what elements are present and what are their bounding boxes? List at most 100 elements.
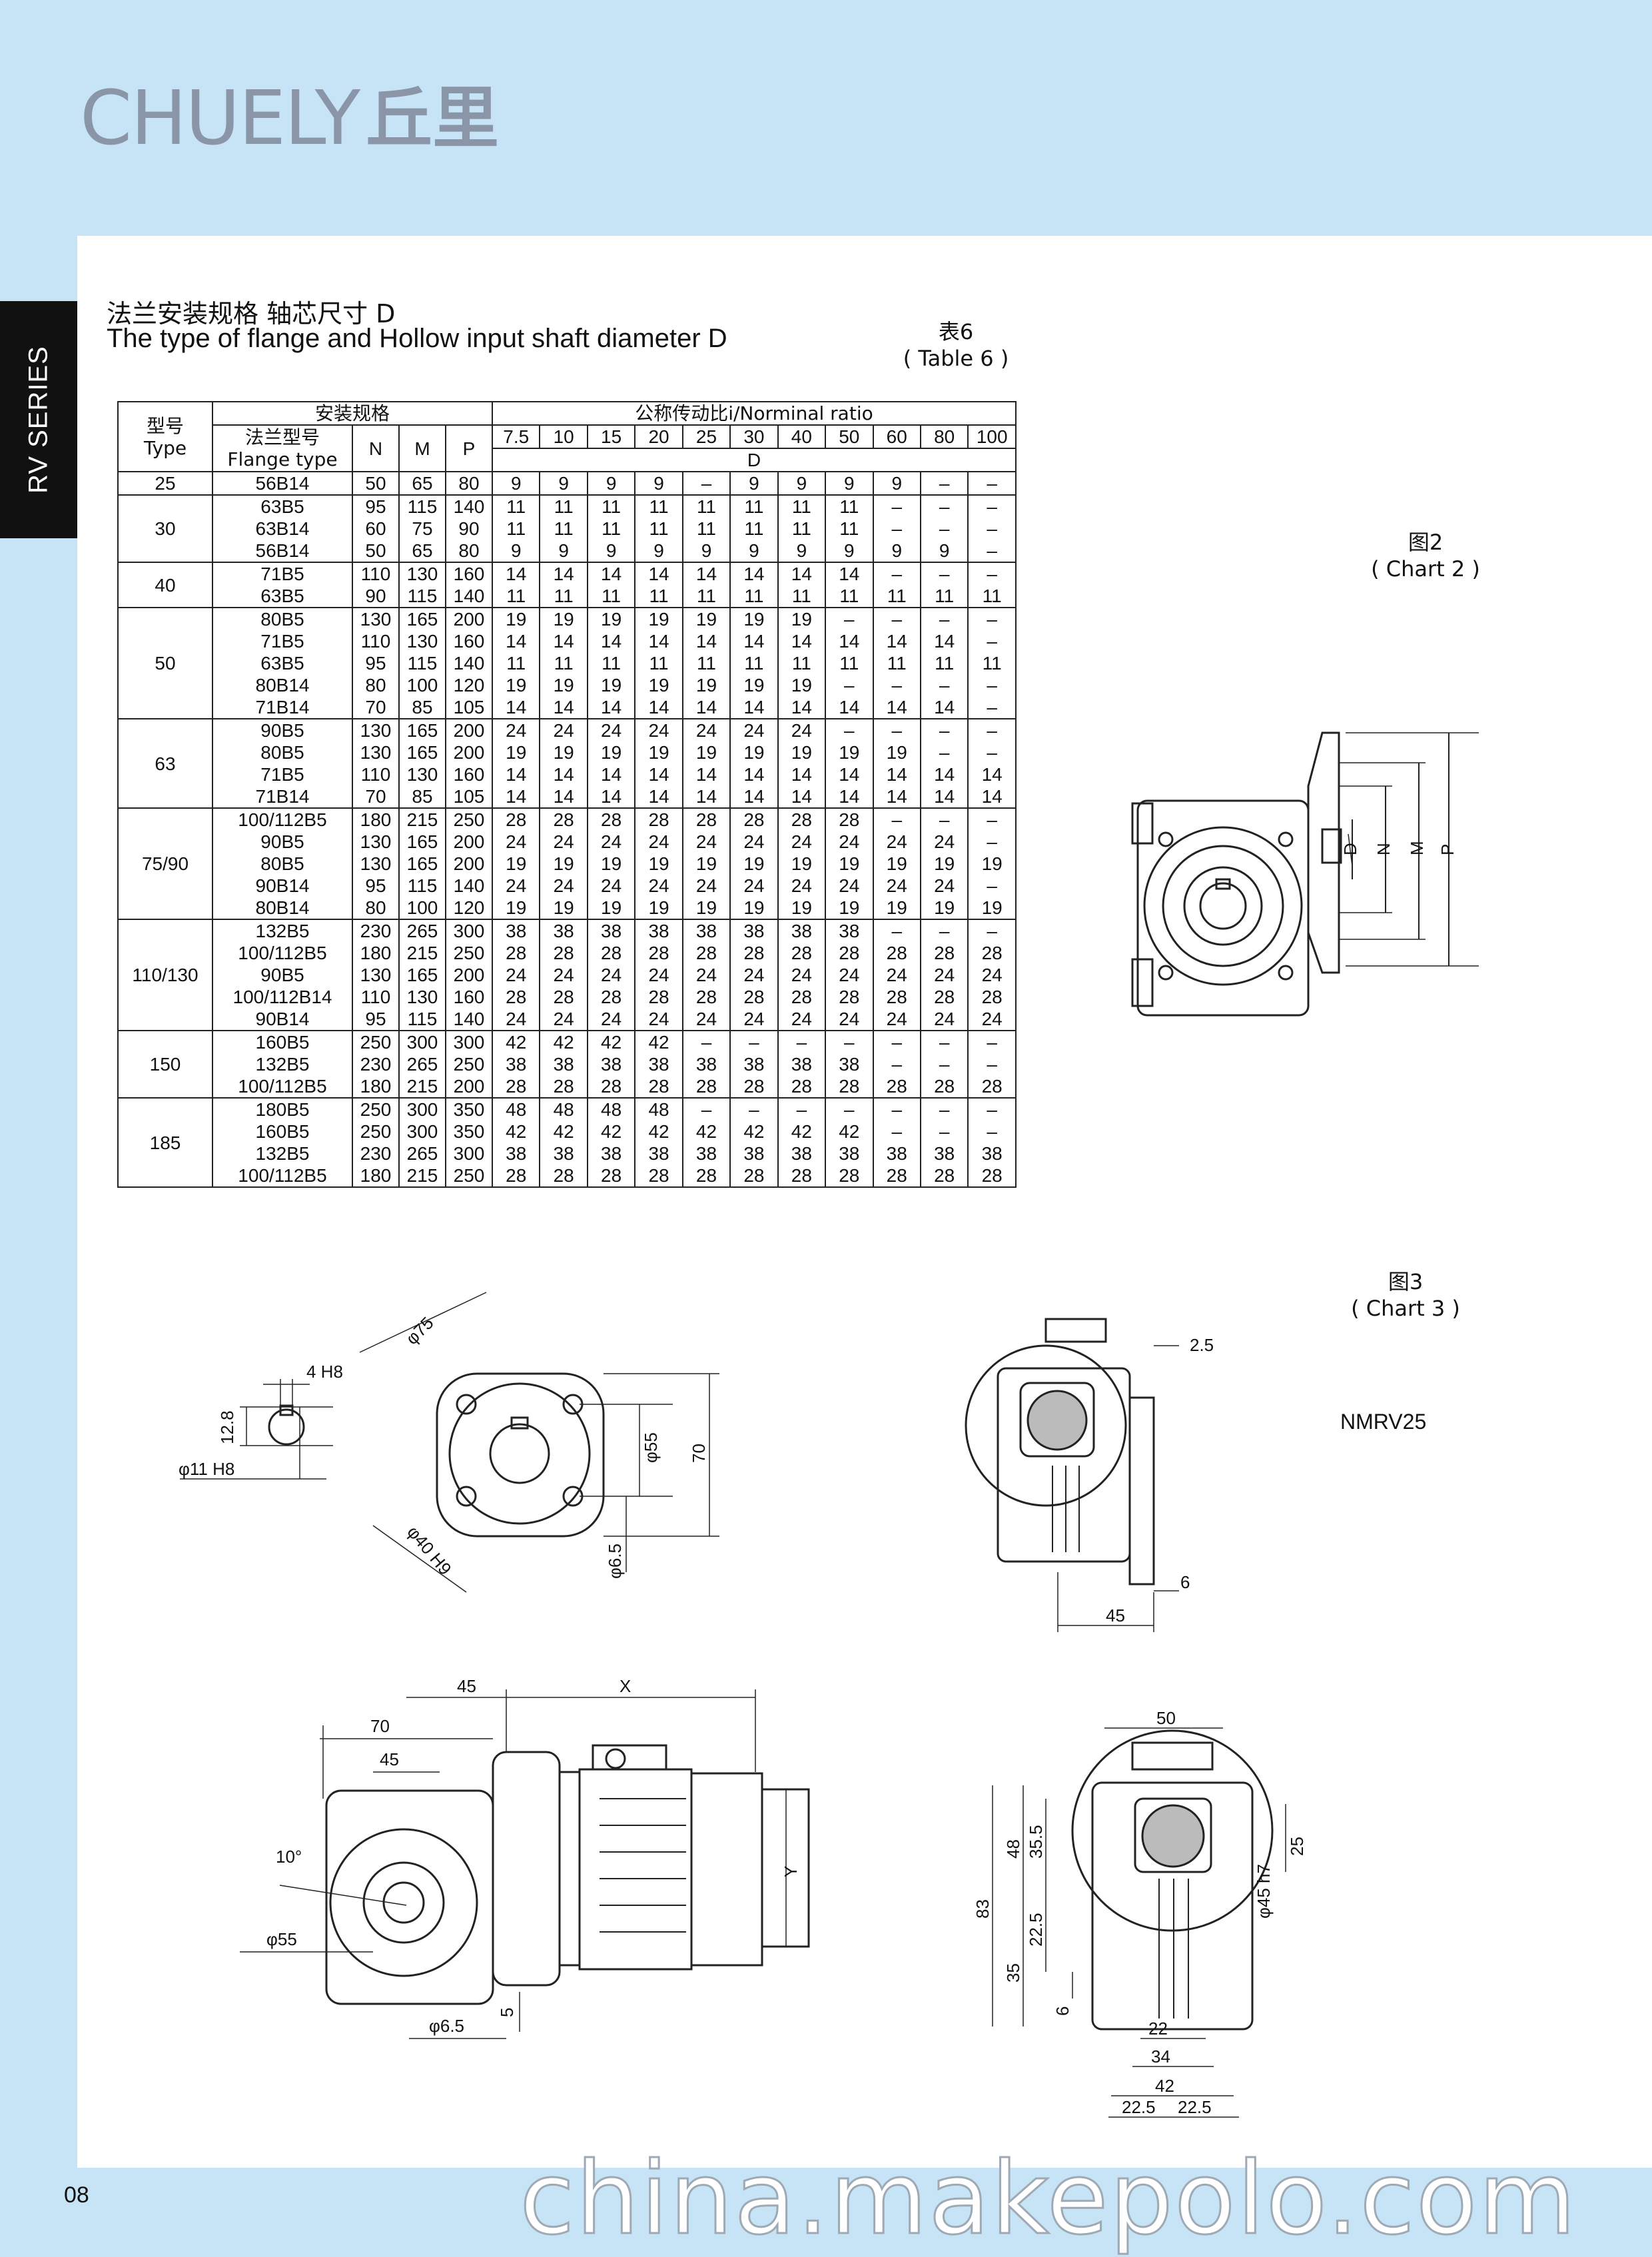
n-cell: 95: [352, 652, 400, 674]
d-value-cell: 24: [586, 964, 636, 986]
d-value-cell: 19: [586, 853, 636, 875]
dim-hole: φ6.5: [605, 1544, 625, 1579]
flange-cell: 132B5: [212, 919, 353, 942]
n-cell: 130: [352, 741, 400, 763]
d-value-cell: 11: [729, 585, 779, 608]
n-cell: 110: [352, 763, 400, 785]
d-value-cell: 24: [777, 1008, 827, 1031]
d-value-cell: 14: [492, 630, 541, 652]
dim-front-50: 50: [1156, 1708, 1176, 1728]
d-value-cell: 14: [777, 696, 827, 719]
d-value-cell: 28: [777, 986, 827, 1008]
n-cell: 230: [352, 919, 400, 942]
m-cell: 265: [398, 1053, 446, 1075]
dim-assembly-70: 70: [370, 1716, 390, 1736]
dim-side-6: 6: [1180, 1572, 1190, 1592]
chart2-caption: 图2 ( Chart 2 ): [1359, 529, 1492, 582]
d-value-cell: 11: [729, 518, 779, 540]
p-cell: 200: [444, 964, 494, 986]
flange-cell: 180B5: [212, 1097, 353, 1121]
d-value-cell: 11: [825, 585, 874, 608]
header-p: P: [444, 424, 494, 472]
brand-name-cn: 丘里: [366, 79, 500, 157]
d-value-cell: 19: [539, 897, 588, 920]
d-value-cell: –: [825, 607, 874, 630]
d-value-cell: 38: [729, 1142, 779, 1164]
brand-name-en: CHUELY: [80, 75, 360, 162]
header-type-en: Type: [143, 436, 187, 459]
d-value-cell: –: [967, 741, 1017, 763]
d-value-cell: 38: [586, 1053, 636, 1075]
d-value-cell: 24: [729, 718, 779, 741]
assembly-drawing: [240, 1689, 810, 2039]
d-value-cell: 42: [634, 1121, 683, 1142]
d-value-cell: 14: [777, 562, 827, 585]
chart3-caption-cn: 图3: [1388, 1269, 1424, 1294]
d-value-cell: 24: [681, 718, 731, 741]
d-value-cell: 14: [586, 763, 636, 785]
p-cell: 120: [444, 674, 494, 696]
header-ratio-value: 50: [825, 424, 874, 449]
d-value-cell: 14: [729, 763, 779, 785]
d-value-cell: –: [967, 518, 1017, 540]
d-value-cell: 14: [492, 785, 541, 809]
flange-cell: 71B14: [212, 696, 353, 719]
d-value-cell: 14: [492, 696, 541, 719]
type-cell: 30: [117, 494, 213, 563]
d-value-cell: 19: [681, 674, 731, 696]
d-value-cell: 9: [872, 540, 921, 563]
chart2-caption-en: ( Chart 2 ): [1371, 556, 1480, 582]
m-cell: 165: [398, 831, 446, 853]
flange-cell: 80B5: [212, 741, 353, 763]
p-cell: 80: [444, 471, 494, 496]
header-ratio-value: 15: [586, 424, 636, 449]
d-value-cell: 38: [634, 1142, 683, 1164]
d-value-cell: 19: [872, 741, 921, 763]
d-value-cell: 28: [586, 1075, 636, 1099]
n-cell: 250: [352, 1097, 400, 1121]
dim-front-22: 22: [1148, 2019, 1168, 2038]
d-value-cell: 14: [681, 763, 731, 785]
flange-cell: 90B14: [212, 875, 353, 897]
flange-cell: 100/112B5: [212, 807, 353, 831]
d-value-cell: 11: [777, 494, 827, 518]
d-value-cell: 28: [872, 1164, 921, 1188]
d-value-cell: 9: [539, 471, 588, 496]
flange-cell: 63B5: [212, 652, 353, 674]
dim-front-83: 83: [973, 1899, 993, 1919]
header-ratio-value: 10: [539, 424, 588, 449]
d-value-cell: 38: [539, 1053, 588, 1075]
header-flange-cn: 法兰型号: [244, 426, 320, 448]
table-caption: 表6 ( Table 6 ): [899, 318, 1013, 372]
d-value-cell: 19: [729, 897, 779, 920]
type-cell: 63: [117, 718, 213, 809]
m-cell: 165: [398, 964, 446, 986]
d-value-cell: 24: [492, 875, 541, 897]
flange-cell: 90B5: [212, 831, 353, 853]
d-value-cell: 19: [539, 607, 588, 630]
p-cell: 200: [444, 831, 494, 853]
d-value-cell: 28: [729, 986, 779, 1008]
flange-cell: 71B5: [212, 763, 353, 785]
chart2-label-n: N: [1374, 843, 1394, 855]
header-ratio-value: 7.5: [492, 424, 541, 449]
d-value-cell: 42: [586, 1030, 636, 1053]
p-cell: 200: [444, 853, 494, 875]
d-value-cell: 19: [681, 607, 731, 630]
d-value-cell: 11: [777, 585, 827, 608]
d-value-cell: 14: [681, 630, 731, 652]
d-value-cell: 11: [967, 585, 1017, 608]
p-cell: 350: [444, 1121, 494, 1142]
d-value-cell: 28: [919, 986, 969, 1008]
d-value-cell: 28: [634, 942, 683, 964]
d-value-cell: 38: [729, 1053, 779, 1075]
header-ratio-value: 20: [634, 424, 683, 449]
d-value-cell: –: [872, 1053, 921, 1075]
d-value-cell: 19: [539, 741, 588, 763]
d-value-cell: –: [919, 518, 969, 540]
